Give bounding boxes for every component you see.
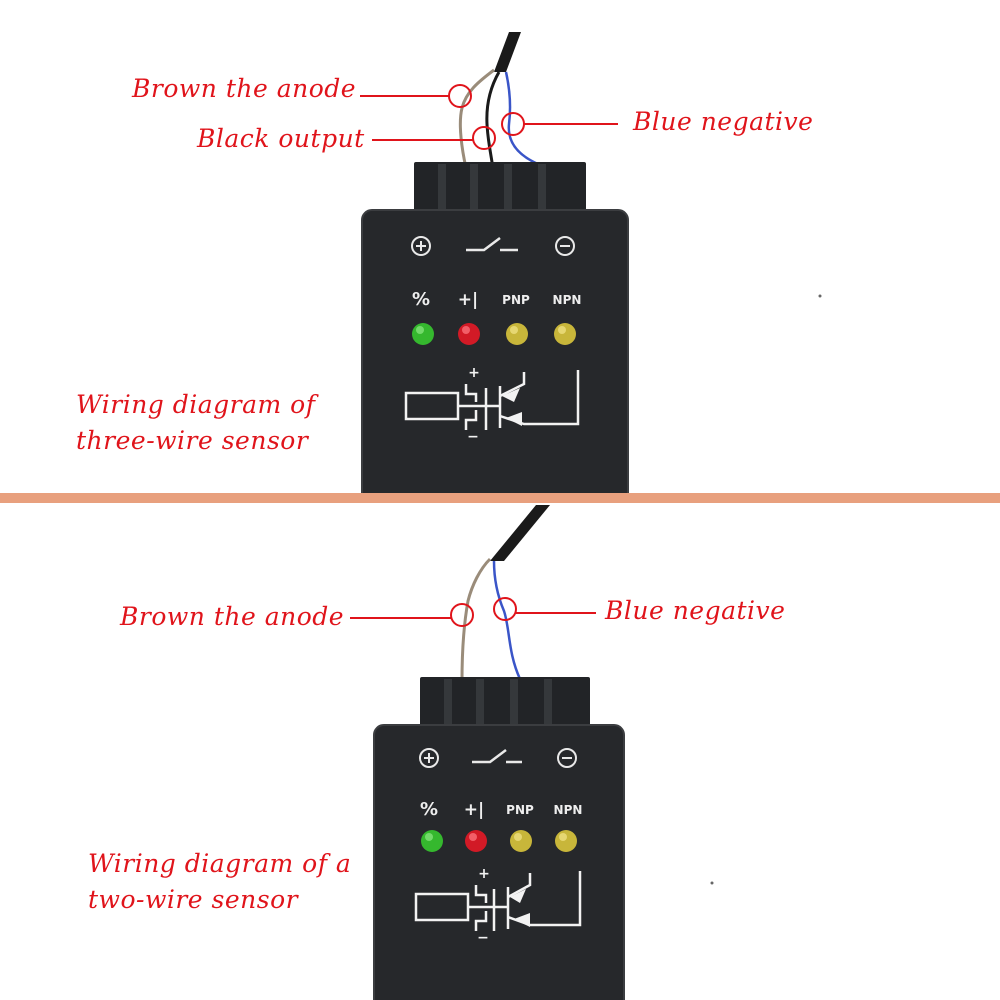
caption-line-1: Wiring diagram of a (88, 849, 352, 878)
plus-terminal-icon (411, 236, 431, 256)
black-callout-circle (472, 126, 496, 150)
connector-rib (538, 164, 546, 220)
minus-terminal-icon (555, 236, 575, 256)
brown-callout-circle (450, 603, 474, 627)
indicator-label-pnp: PNP (506, 803, 534, 817)
speck (710, 881, 714, 885)
caption-line-2: three-wire sensor (76, 426, 309, 455)
npn-arrow-icon (506, 412, 522, 426)
switch-symbol-icon (472, 749, 522, 764)
blue-wire (492, 560, 522, 680)
green-led-icon (421, 830, 443, 852)
pnp-arrow-icon (502, 388, 520, 402)
indicator-label-npn: NPN (553, 293, 582, 307)
panel-divider (0, 493, 1000, 503)
connector-rib (504, 164, 512, 220)
caption-line-1: Wiring diagram of (76, 390, 316, 419)
top-panel-three-wire: % +| PNP NPN + − Brown the anode (0, 0, 1000, 493)
led-glint (510, 326, 518, 334)
yellow-led-icon (510, 830, 532, 852)
connector-rib (510, 679, 518, 735)
cable-sheath (494, 32, 521, 72)
red-led-icon (465, 830, 487, 852)
caption-line-2: two-wire sensor (88, 885, 299, 914)
led-glint (559, 833, 567, 841)
indicator-label-dc: +| (458, 290, 478, 310)
three-wire-caption: Wiring diagram of three-wire sensor (76, 387, 315, 459)
indicator-label-percent: % (412, 289, 430, 310)
npn-arrow-icon (514, 913, 530, 927)
circuit-plus-sign: + (478, 866, 490, 882)
cable-sheath (490, 505, 550, 561)
indicator-label-percent: % (420, 799, 438, 820)
led-glint (558, 326, 566, 334)
bottom-panel-two-wire: % +| PNP NPN + − Brown the anode (0, 503, 1000, 1000)
indicator-label-pnp: PNP (502, 293, 530, 307)
led-glint (514, 833, 522, 841)
black-wire (485, 71, 501, 171)
led-glint (425, 833, 433, 841)
connector-rib (544, 679, 552, 735)
pnp-arrow-icon (510, 889, 526, 903)
black-output-label: Black output (197, 124, 365, 153)
yellow-led-icon (506, 323, 528, 345)
circuit-minus-sign: − (477, 930, 489, 946)
connector-rib (444, 679, 452, 735)
led-glint (462, 326, 470, 334)
connector-rib (438, 164, 446, 220)
yellow-led-icon (554, 323, 576, 345)
circuit-minus-sign: − (467, 429, 479, 445)
led-glint (416, 326, 424, 334)
tester-body (373, 724, 625, 1000)
two-wire-scene: % +| PNP NPN + − (350, 505, 714, 1000)
blue-callout-circle (501, 112, 525, 136)
two-wire-caption: Wiring diagram of a two-wire sensor (88, 846, 351, 918)
blue-callout-circle (493, 597, 517, 621)
yellow-led-icon (555, 830, 577, 852)
brown-wire (460, 557, 492, 682)
blue-negative-label: Blue negative (633, 107, 814, 136)
brown-wire (458, 68, 495, 169)
indicator-label-npn: NPN (554, 803, 583, 817)
green-led-icon (412, 323, 434, 345)
switch-symbol-icon (466, 237, 518, 252)
led-glint (469, 833, 477, 841)
three-wire-scene: % +| PNP NPN + − (360, 32, 822, 493)
circuit-plus-sign: + (468, 365, 480, 381)
brown-anode-label: Brown the anode (120, 602, 345, 631)
minus-terminal-icon (557, 748, 577, 768)
blue-wire (504, 71, 539, 166)
red-led-icon (458, 323, 480, 345)
tester-body (361, 209, 629, 493)
sensor-circuit-symbol (404, 370, 580, 430)
connector-rib (470, 164, 478, 220)
connector-rib (476, 679, 484, 735)
blue-negative-label: Blue negative (605, 596, 786, 625)
brown-anode-label: Brown the anode (132, 74, 357, 103)
indicator-label-dc: +| (464, 800, 484, 820)
speck (818, 294, 822, 298)
plus-terminal-icon (419, 748, 439, 768)
